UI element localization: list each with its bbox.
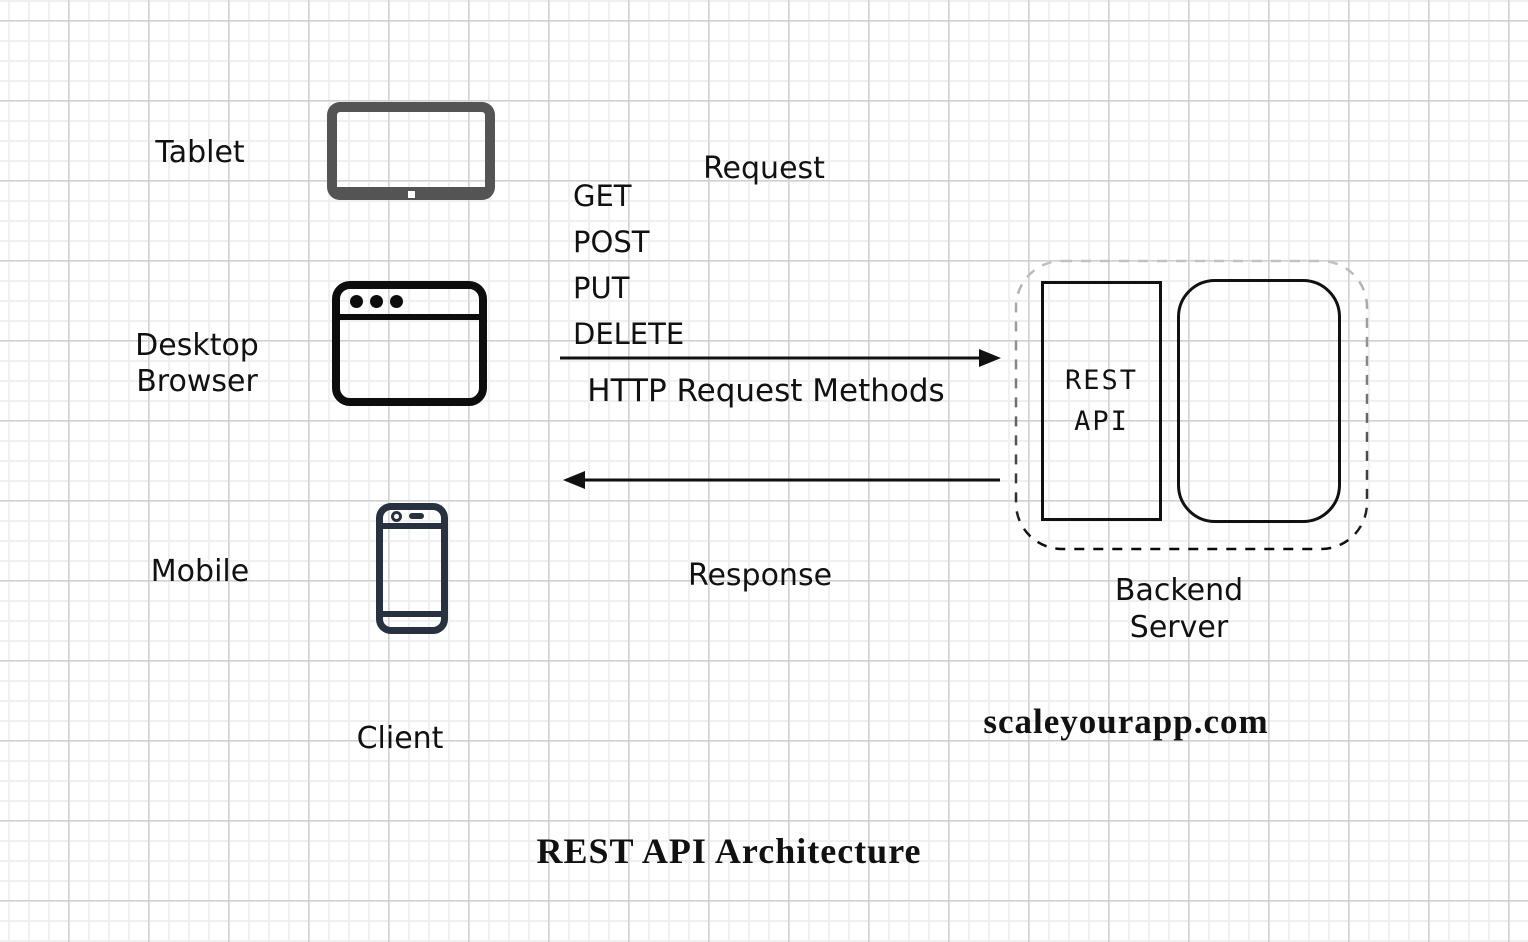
mobile-camera-dot bbox=[391, 511, 402, 522]
request-label: Request bbox=[703, 151, 825, 186]
rest-api-box: REST API bbox=[1041, 281, 1162, 521]
tablet-home-button-dot bbox=[407, 191, 415, 198]
desktop-browser-label: Desktop Browser bbox=[135, 328, 259, 400]
backend-service-box bbox=[1177, 279, 1341, 523]
desktop-browser-label-line1: Desktop bbox=[135, 328, 259, 363]
request-arrow bbox=[560, 349, 1001, 367]
backend-server-boundary bbox=[1014, 259, 1369, 551]
browser-dot-icon bbox=[390, 295, 403, 308]
method-item: POST bbox=[573, 225, 650, 259]
tablet-icon bbox=[327, 102, 495, 200]
browser-dot-icon bbox=[370, 295, 383, 308]
http-methods-list: GET POST PUT DELETE bbox=[573, 181, 684, 365]
mobile-label: Mobile bbox=[150, 554, 250, 589]
backend-server-label: Backend Server bbox=[1115, 572, 1243, 646]
mobile-bottom-divider bbox=[382, 611, 442, 617]
mobile-speaker-bar bbox=[409, 513, 424, 519]
client-label: Client bbox=[356, 721, 444, 756]
backend-server-label-line1: Backend bbox=[1114, 573, 1244, 608]
response-arrow bbox=[563, 471, 1000, 489]
diagram-title: REST API Architecture bbox=[536, 831, 922, 871]
method-item: PUT bbox=[573, 271, 630, 305]
method-item: DELETE bbox=[573, 317, 685, 351]
method-item: GET bbox=[573, 179, 632, 213]
request-arrow-label: HTTP Request Methods bbox=[587, 373, 945, 409]
rest-api-label-line1: REST bbox=[1064, 365, 1139, 396]
browser-titlebar-divider bbox=[339, 314, 480, 320]
rest-api-label-line2: API bbox=[1074, 406, 1129, 437]
tablet-label: Tablet bbox=[155, 135, 245, 170]
backend-server-label-line2: Server bbox=[1129, 610, 1229, 645]
mobile-icon bbox=[376, 503, 448, 634]
desktop-browser-label-line2: Browser bbox=[136, 364, 258, 399]
response-label: Response bbox=[687, 558, 833, 593]
browser-icon bbox=[332, 281, 487, 406]
website-watermark: scaleyourapp.com bbox=[983, 702, 1269, 741]
browser-dot-icon bbox=[350, 295, 363, 308]
mobile-top-divider bbox=[382, 523, 442, 529]
